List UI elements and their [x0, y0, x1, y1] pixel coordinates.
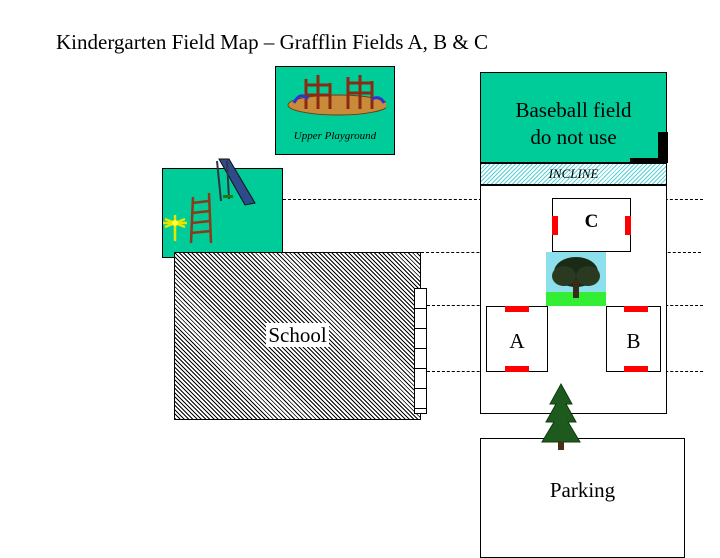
- map-title: Kindergarten Field Map – Grafflin Fields…: [56, 30, 489, 54]
- field-b-label: B: [626, 329, 641, 353]
- goal-marker: [625, 216, 631, 235]
- school-label: School: [266, 323, 329, 347]
- school-steps: [414, 288, 427, 414]
- playground-equipment-icon: [287, 75, 386, 116]
- field-c: C: [552, 198, 631, 252]
- slide-play-area: [162, 158, 283, 258]
- ladder-icon: [189, 192, 213, 244]
- field-c-label: C: [584, 211, 599, 232]
- goal-marker: [505, 366, 529, 372]
- pine-tree-icon: [541, 382, 581, 450]
- upper-playground: Upper Playground: [275, 66, 395, 155]
- parking-label: Parking: [549, 478, 616, 502]
- goal-marker: [552, 216, 558, 235]
- tree-area: [546, 252, 606, 306]
- slide-icon: [216, 158, 256, 206]
- baseball-field-label: Baseball field: [515, 98, 632, 122]
- parking-lot: Parking: [480, 438, 685, 558]
- baseball-field: Baseball field do not use: [480, 72, 667, 163]
- goal-marker: [624, 366, 648, 372]
- goal-marker: [505, 306, 529, 312]
- school-building: School: [174, 252, 421, 420]
- yellow-flower-icon: [163, 215, 187, 241]
- field-b: B: [606, 306, 661, 372]
- incline-label: INCLINE: [548, 166, 599, 181]
- oak-tree-icon: [552, 257, 600, 298]
- backstop: [630, 158, 668, 163]
- field-a-label: A: [509, 329, 525, 353]
- incline-strip: INCLINE: [480, 163, 667, 185]
- backstop: [658, 132, 668, 163]
- goal-marker: [624, 306, 648, 312]
- field-a: A: [486, 306, 548, 372]
- upper-playground-label: Upper Playground: [293, 130, 377, 142]
- baseball-field-warning: do not use: [530, 125, 617, 149]
